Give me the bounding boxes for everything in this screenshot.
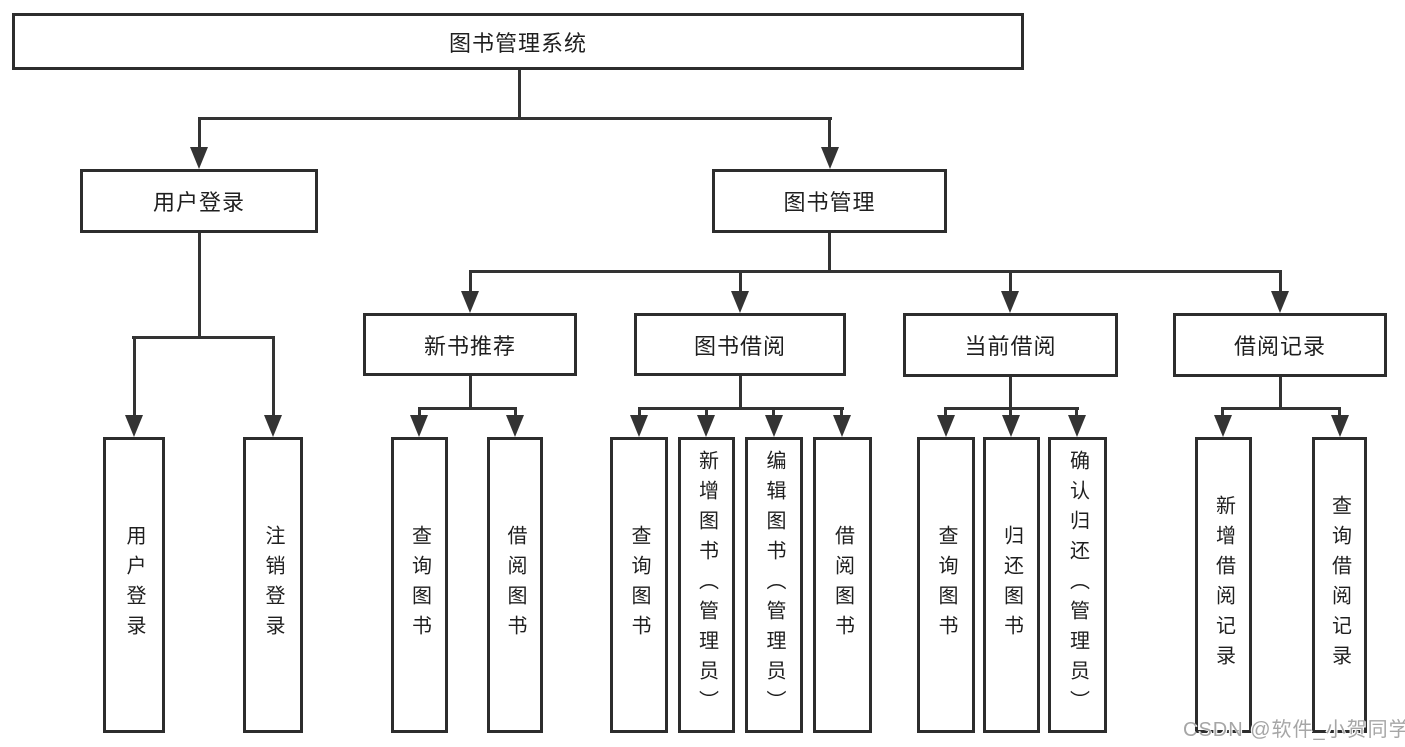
connector-line xyxy=(198,117,832,120)
connector-line xyxy=(840,407,843,417)
arrowhead-down-icon xyxy=(125,415,143,437)
arrowhead-down-icon xyxy=(506,415,524,437)
connector-line xyxy=(133,336,136,417)
leaf-user-login: 用户登录 xyxy=(103,437,165,733)
arrowhead-down-icon xyxy=(410,415,428,437)
arrowhead-down-icon xyxy=(1068,415,1086,437)
leaf-label: 查询图书 xyxy=(935,525,957,645)
leaf-add-book-admin: 新增图书（管理员） xyxy=(678,437,735,733)
arrowhead-down-icon xyxy=(1002,415,1020,437)
node-label: 新书推荐 xyxy=(423,333,516,359)
arrowhead-down-icon xyxy=(1001,291,1019,313)
leaf-label: 归还图书 xyxy=(1000,525,1023,645)
node-user-login: 用户登录 xyxy=(80,169,318,233)
leaf-return-books: 归还图书 xyxy=(983,437,1040,733)
leaf-label: 新增借阅记录 xyxy=(1212,495,1235,675)
arrowhead-down-icon xyxy=(461,291,479,313)
connector-line xyxy=(1338,407,1341,417)
connector-line xyxy=(828,117,831,148)
arrowhead-down-icon xyxy=(731,291,749,313)
connector-line xyxy=(1221,407,1341,410)
arrowhead-down-icon xyxy=(821,147,839,169)
connector-line xyxy=(1009,377,1012,410)
connector-line xyxy=(739,376,742,410)
connector-line xyxy=(1075,407,1078,417)
leaf-edit-book-admin: 编辑图书（管理员） xyxy=(745,437,803,733)
leaf-label: 编辑图书（管理员） xyxy=(763,450,785,720)
connector-line xyxy=(772,407,775,417)
connector-line xyxy=(469,270,1282,273)
node-label: 图书管理系统 xyxy=(448,30,587,56)
connector-line xyxy=(514,407,517,417)
node-label: 当前借阅 xyxy=(964,334,1057,359)
arrowhead-down-icon xyxy=(697,415,715,437)
connector-line xyxy=(469,376,472,410)
arrowhead-down-icon xyxy=(190,147,208,169)
connector-line xyxy=(1009,270,1012,293)
leaf-query-borrow-record: 查询借阅记录 xyxy=(1312,437,1367,733)
arrowhead-down-icon xyxy=(765,415,783,437)
connector-line xyxy=(638,407,844,410)
leaf-borrow-books: 借阅图书 xyxy=(813,437,872,733)
connector-line xyxy=(1009,407,1012,417)
node-book-management: 图书管理 xyxy=(712,169,947,233)
leaf-label: 确认归还（管理员） xyxy=(1066,450,1089,720)
connector-line xyxy=(198,233,201,339)
connector-line xyxy=(418,407,516,410)
node-book-management-system: 图书管理系统 xyxy=(12,13,1024,70)
connector-line xyxy=(828,233,831,273)
connector-line xyxy=(944,407,947,417)
leaf-label: 注销登录 xyxy=(262,525,284,645)
leaf-label: 借阅图书 xyxy=(831,525,854,645)
connector-line xyxy=(1279,377,1282,410)
connector-line xyxy=(518,70,521,118)
arrowhead-down-icon xyxy=(937,415,955,437)
arrowhead-down-icon xyxy=(264,415,282,437)
node-label: 图书管理 xyxy=(783,190,876,215)
connector-line xyxy=(418,407,421,417)
arrowhead-down-icon xyxy=(1271,291,1289,313)
node-current-borrowing: 当前借阅 xyxy=(903,313,1118,377)
node-new-book-recommendation: 新书推荐 xyxy=(363,313,577,376)
connector-line xyxy=(739,270,742,293)
connector-line xyxy=(1279,270,1282,293)
leaf-logout: 注销登录 xyxy=(243,437,303,733)
connector-line xyxy=(638,407,641,417)
node-label: 借阅记录 xyxy=(1233,334,1326,359)
csdn-watermark: CSDN @软件_小贺同学 xyxy=(1183,719,1405,741)
leaf-label: 查询借阅记录 xyxy=(1328,495,1351,675)
connector-line xyxy=(1221,407,1224,417)
leaf-query-books-recommend: 查询图书 xyxy=(391,437,448,733)
leaf-label: 新增图书（管理员） xyxy=(695,450,718,720)
connector-line xyxy=(132,336,274,339)
leaf-query-books-borrowing: 查询图书 xyxy=(610,437,668,733)
arrowhead-down-icon xyxy=(1214,415,1232,437)
node-label: 图书借阅 xyxy=(693,333,786,359)
arrowhead-down-icon xyxy=(630,415,648,437)
leaf-confirm-return-admin: 确认归还（管理员） xyxy=(1048,437,1107,733)
node-borrowing-records: 借阅记录 xyxy=(1173,313,1387,377)
connector-line xyxy=(198,117,201,148)
leaf-add-borrow-record: 新增借阅记录 xyxy=(1195,437,1252,733)
arrowhead-down-icon xyxy=(833,415,851,437)
leaf-label: 用户登录 xyxy=(123,525,145,645)
connector-line xyxy=(705,407,708,417)
leaf-label: 查询图书 xyxy=(408,525,431,645)
connector-line xyxy=(469,270,472,293)
leaf-query-books-current: 查询图书 xyxy=(917,437,975,733)
leaf-label: 借阅图书 xyxy=(504,525,526,645)
node-book-borrowing: 图书借阅 xyxy=(634,313,846,376)
connector-line xyxy=(272,336,275,417)
arrowhead-down-icon xyxy=(1331,415,1349,437)
leaf-label: 查询图书 xyxy=(628,525,650,645)
node-label: 用户登录 xyxy=(152,190,245,215)
leaf-borrow-books-recommend: 借阅图书 xyxy=(487,437,543,733)
